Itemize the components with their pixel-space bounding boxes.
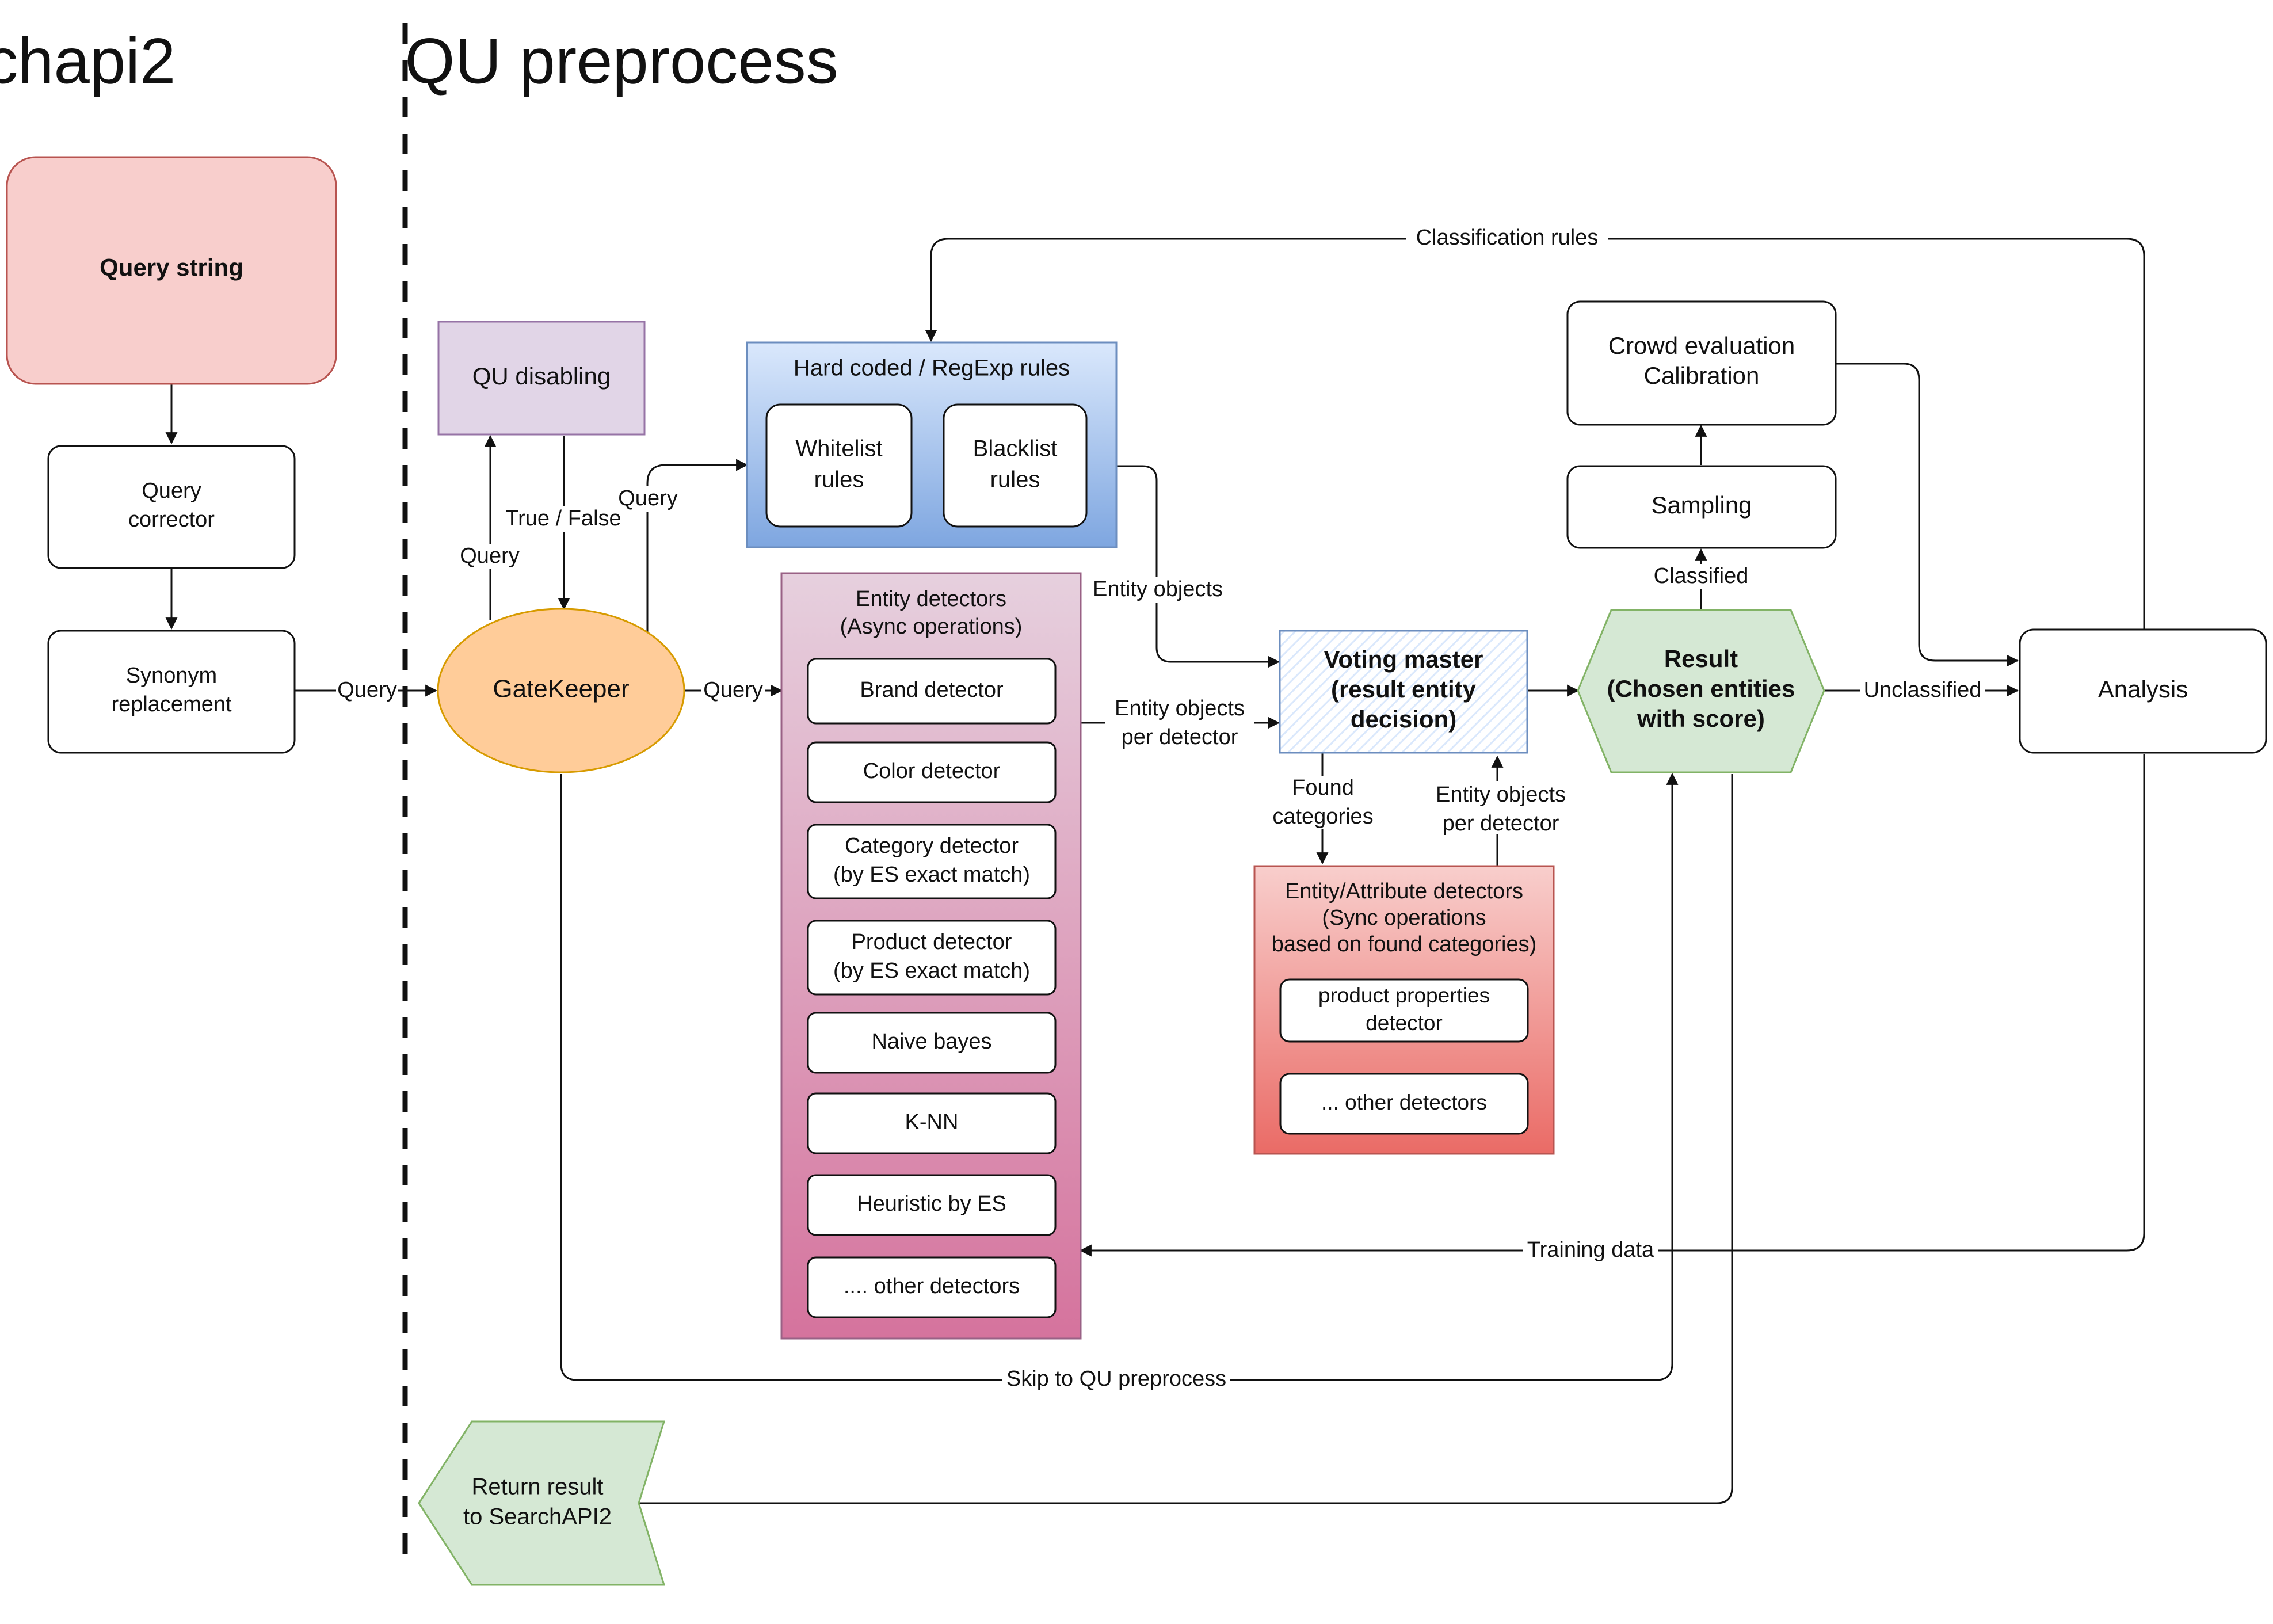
detector-label: (by ES exact match) [833,863,1030,887]
edge-label-entity-objects-per-detector-1: Entity objects [1115,696,1245,720]
section-title-searchapi2: Searchapi2 [0,25,176,97]
detector-label: .... other detectors [844,1274,1020,1298]
hardcoded-rules-title: Hard coded / RegExp rules [794,356,1070,381]
blacklist-rules-node: Blacklist rules [943,403,1088,528]
edge-label-skip-to-qu: Skip to QU preprocess [1006,1367,1226,1391]
product-properties-detector-node: product properties detector [1279,978,1529,1043]
whitelist-label-1: Whitelist [795,436,882,462]
product-properties-label-1: product properties [1318,983,1490,1007]
query-corrector-label-1: Query [142,479,201,503]
result-label-2: (Chosen entities [1607,675,1795,702]
detector-item: Color detector [807,741,1057,803]
result-node: Result (Chosen entities with score) [1577,609,1825,773]
other-detectors-sync-label: ... other detectors [1321,1091,1487,1114]
crowd-eval-label-2: Calibration [1644,362,1760,389]
detector-label: Heuristic by ES [857,1192,1006,1216]
entity-detectors-title-2: (Async operations) [840,615,1023,639]
edge-label-entity-objects-per-detector-2: per detector [1122,725,1238,749]
sampling-node: Sampling [1566,465,1837,549]
edge-label-query-disabling: Query [460,544,519,568]
synonym-replacement-label-1: Synonym [126,664,217,688]
detector-label: Color detector [863,759,1001,783]
query-string-node: Query string [6,156,337,385]
detector-label: Category detector [845,834,1019,858]
gatekeeper-node: GateKeeper [437,608,685,773]
edge-label-training-data: Training data [1527,1238,1654,1262]
crowd-eval-label-1: Crowd evaluation [1608,332,1795,359]
attr-detectors-title-1: Entity/Attribute detectors [1285,879,1523,904]
query-string-label: Query string [100,254,243,281]
query-corrector-node: Query corrector [47,445,296,569]
edge-label-entity-objects: Entity objects [1093,577,1223,601]
edge-label-classification-rules: Classification rules [1416,226,1599,250]
qu-disabling-node: QU disabling [437,321,646,436]
voting-master-label-1: Voting master [1324,646,1483,673]
edge-label-query-rules: Query [618,486,677,510]
return-result-label-2: to SearchAPI2 [463,1504,612,1530]
detector-label: Brand detector [860,678,1004,702]
detector-item: K-NN [807,1092,1057,1154]
detector-label: Naive bayes [871,1030,991,1054]
detector-item: Naive bayes [807,1012,1057,1074]
detector-label: Product detector [852,930,1012,954]
voting-master-label-3: decision) [1351,706,1456,733]
blacklist-label-1: Blacklist [973,436,1058,462]
sampling-label: Sampling [1651,491,1752,519]
edge-label-found-categories-2: categories [1272,805,1373,829]
detector-item: Brand detector [807,658,1057,725]
detector-label: (by ES exact match) [833,959,1030,983]
attribute-detectors-group: Entity/Attribute detectors (Sync operati… [1253,865,1555,1155]
edge-label-query-synonym: Query [337,678,396,702]
section-title-qu-preprocess: QU preprocess [405,25,838,97]
crowd-evaluation-node: Crowd evaluation Calibration [1566,300,1837,426]
return-result-node: Return result to SearchAPI2 [418,1420,666,1586]
attr-detectors-title-3: based on found categories) [1272,932,1537,956]
synonym-replacement-label-2: replacement [111,692,232,716]
entity-detectors-title-1: Entity detectors [856,587,1006,611]
voting-master-label-2: (result entity [1331,676,1477,703]
edge-label-entity-objects-sync-1: Entity objects [1436,783,1566,807]
qu-disabling-label: QU disabling [472,363,611,390]
blacklist-label-2: rules [990,467,1040,493]
edge-label-unclassified: Unclassified [1864,678,1982,702]
analysis-label: Analysis [2098,676,2188,703]
edge-label-query-entity: Query [703,678,762,702]
whitelist-label-2: rules [814,467,864,493]
gatekeeper-label: GateKeeper [493,675,629,703]
synonym-replacement-node: Synonym replacement [47,630,296,754]
product-properties-label-2: detector [1366,1011,1443,1035]
detector-item: Product detector (by ES exact match) [807,920,1057,996]
detector-label: K-NN [905,1110,959,1134]
attr-detectors-title-2: (Sync operations [1322,906,1486,930]
edge-labels: Query Query True / False Query Query Ent… [336,226,1985,1393]
result-label-1: Result [1664,645,1738,672]
return-result-label-1: Return result [472,1474,604,1500]
voting-master-node: Voting master (result entity decision) [1279,630,1528,754]
detector-item: Heuristic by ES [807,1174,1057,1236]
analysis-node: Analysis [2019,628,2267,754]
query-corrector-label-2: corrector [128,508,215,532]
entity-detectors-group: Entity detectors (Async operations) Bran… [780,572,1082,1340]
result-label-3: with score) [1637,705,1765,732]
edge-label-found-categories-1: Found [1292,776,1354,800]
edge-label-entity-objects-sync-2: per detector [1443,811,1559,836]
other-detectors-sync-node: ... other detectors [1279,1073,1529,1135]
hardcoded-rules-group: Hard coded / RegExp rules Whitelist rule… [746,341,1118,548]
edge-label-true-false: True / False [505,506,621,531]
edge-label-classified: Classified [1654,564,1749,588]
detector-item: Category detector (by ES exact match) [807,824,1057,899]
detector-item: .... other detectors [807,1256,1057,1318]
whitelist-rules-node: Whitelist rules [765,403,913,528]
